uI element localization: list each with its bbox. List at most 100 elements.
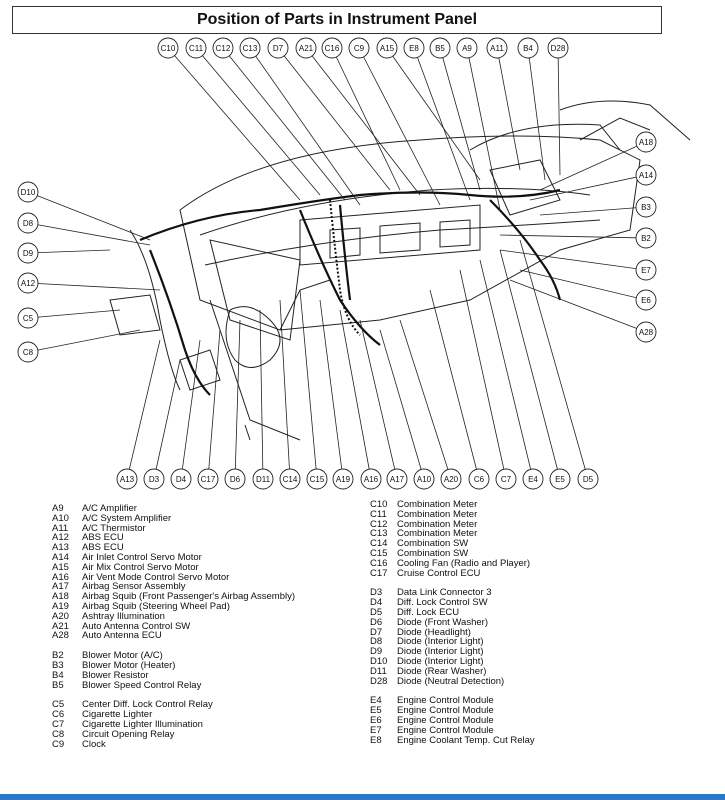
callout-circle: [17, 307, 39, 329]
callout-d7: D7: [267, 37, 289, 59]
page-title: Position of Parts in Instrument Panel: [12, 6, 662, 34]
callout-circle: [116, 468, 138, 490]
callout-c14: C14: [279, 468, 301, 490]
leader-line-d4: [180, 339, 201, 480]
legend-description: A/C Amplifier: [82, 503, 137, 514]
callout-label: C11: [189, 44, 204, 53]
callout-label: C8: [23, 348, 34, 357]
leader-line-d11: [259, 309, 264, 480]
legend-code: C6: [52, 709, 65, 721]
callout-label: A14: [639, 171, 654, 180]
legend-code: C15: [370, 547, 388, 559]
callout-circle: [157, 37, 179, 59]
callout-label: A15: [380, 44, 395, 53]
callout-c5: C5: [17, 307, 39, 329]
legend-code: C9: [52, 738, 65, 750]
leader-line-a9: [466, 47, 501, 211]
callout-label: C10: [161, 44, 176, 53]
callout-c7: C7: [495, 468, 517, 490]
callout-a15: A15: [376, 37, 398, 59]
leader-line-c16: [331, 47, 401, 191]
callout-d8: D8: [17, 212, 39, 234]
callout-d4: D4: [170, 468, 192, 490]
callout-c15: C15: [306, 468, 328, 490]
legend-description: Combination SW: [397, 538, 469, 550]
callout-e6: E6: [635, 289, 657, 311]
dashboard-outline: [109, 100, 691, 441]
legend-code: A13: [52, 542, 69, 554]
callout-circle: [635, 289, 657, 311]
callout-label: C14: [283, 475, 298, 484]
legend-code: A12: [52, 532, 69, 544]
callout-d11: D11: [252, 468, 274, 490]
legend-description: Circuit Opening Relay: [82, 728, 175, 740]
callout-label: E4: [528, 475, 538, 484]
legend-description: Engine Control Module: [397, 705, 494, 717]
legend-description: ABS ECU: [82, 532, 124, 544]
callout-label: D11: [256, 475, 271, 484]
leader-line-c9: [358, 47, 441, 206]
callout-label: A10: [417, 475, 432, 484]
callout-label: A13: [120, 475, 135, 484]
legend-description: Diode (Interior Light): [397, 636, 484, 648]
legend-description: Combination Meter: [397, 499, 478, 510]
legend-code: A16: [52, 571, 69, 583]
callout-a19: A19: [332, 468, 354, 490]
callout-a12: A12: [17, 272, 39, 294]
legend-description: Cigarette Lighter Illumination: [82, 718, 203, 730]
legend-description: Cruise Control ECU: [397, 567, 481, 579]
legend-code: C5: [52, 699, 65, 711]
legend-description: Blower Motor (A/C): [82, 650, 163, 662]
legend-code: A9: [52, 503, 64, 514]
callout-circle: [486, 37, 508, 59]
legend-description: Combination SW: [397, 547, 469, 559]
legend-code: A19: [52, 600, 69, 612]
leader-line-a20: [399, 319, 452, 480]
callout-c17: C17: [197, 468, 219, 490]
callout-label: B2: [641, 234, 651, 243]
callout-circle: [279, 468, 301, 490]
callout-label: A19: [336, 475, 351, 484]
leader-line-c17: [207, 329, 221, 480]
legend-item-a9: A9 A/C Amplifier: [52, 504, 295, 514]
leader-line-a17: [359, 319, 398, 480]
leader-line-b5: [439, 47, 481, 191]
legend-description: A/C Thermistor: [82, 522, 146, 534]
legend-description: Combination Meter: [397, 508, 478, 520]
legend-code: B5: [52, 679, 64, 691]
callout-c12: C12: [212, 37, 234, 59]
legend-description: Data Link Connector 3: [397, 587, 492, 599]
leader-line-a12: [27, 282, 161, 291]
callout-circle: [17, 242, 39, 264]
callout-e8: E8: [403, 37, 425, 59]
legend-description: Engine Coolant Temp. Cut Relay: [397, 734, 535, 746]
leader-line-c15: [299, 289, 318, 480]
callout-circle: [17, 341, 39, 363]
callout-circle: [635, 227, 657, 249]
legend-item-a12: A12 ABS ECU: [52, 533, 295, 543]
callout-label: D28: [551, 44, 566, 53]
legend-code: D8: [370, 636, 383, 648]
leader-line-c14: [279, 299, 291, 480]
callout-circle: [495, 468, 517, 490]
callout-label: C17: [201, 475, 216, 484]
callout-circle: [170, 468, 192, 490]
callout-a17: A17: [386, 468, 408, 490]
callout-circle: [635, 131, 657, 153]
